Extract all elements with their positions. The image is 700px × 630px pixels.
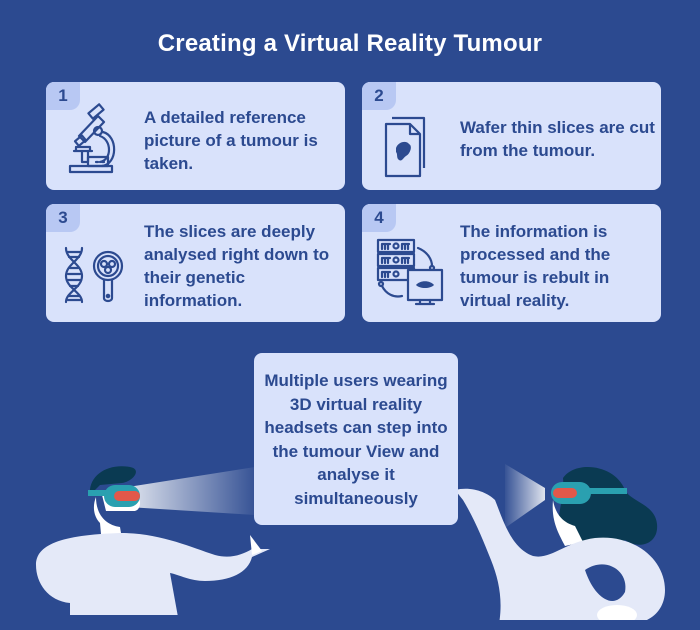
light-beam xyxy=(505,464,545,528)
step-description: A detailed reference picture of a tumour… xyxy=(144,108,318,173)
speech-box: Multiple users wearing 3D virtual realit… xyxy=(254,353,458,525)
step-number-badge: 4 xyxy=(362,204,396,232)
step-number-badge: 2 xyxy=(362,82,396,110)
step-description: The information is processed and the tum… xyxy=(460,222,611,310)
step-description: Wafer thin slices are cut from the tumou… xyxy=(460,118,655,160)
server-monitor-icon xyxy=(376,238,444,306)
page-title: Creating a Virtual Reality Tumour xyxy=(157,30,543,57)
woman-with-vr-headset-illustration xyxy=(455,464,665,620)
step-card-4: 4 The information is processed and the t… xyxy=(362,204,661,322)
step-card-1: 1 A detailed reference picture of a tumo… xyxy=(46,82,345,190)
step-description: The slices are deeply analysed right dow… xyxy=(144,222,330,310)
step-number-badge: 1 xyxy=(46,82,80,110)
dna-magnifier-icon xyxy=(64,246,124,304)
man-with-vr-headset-illustration xyxy=(36,466,270,615)
step-number-badge: 3 xyxy=(46,204,80,232)
light-beam xyxy=(128,467,255,515)
document-slice-icon xyxy=(384,116,426,178)
microscope-icon xyxy=(68,103,116,174)
step-card-3: 3 The slices are deeply analysed right d… xyxy=(46,204,345,322)
step-card-2: 2 Wafer thin slices are cut from the tum… xyxy=(362,82,661,190)
